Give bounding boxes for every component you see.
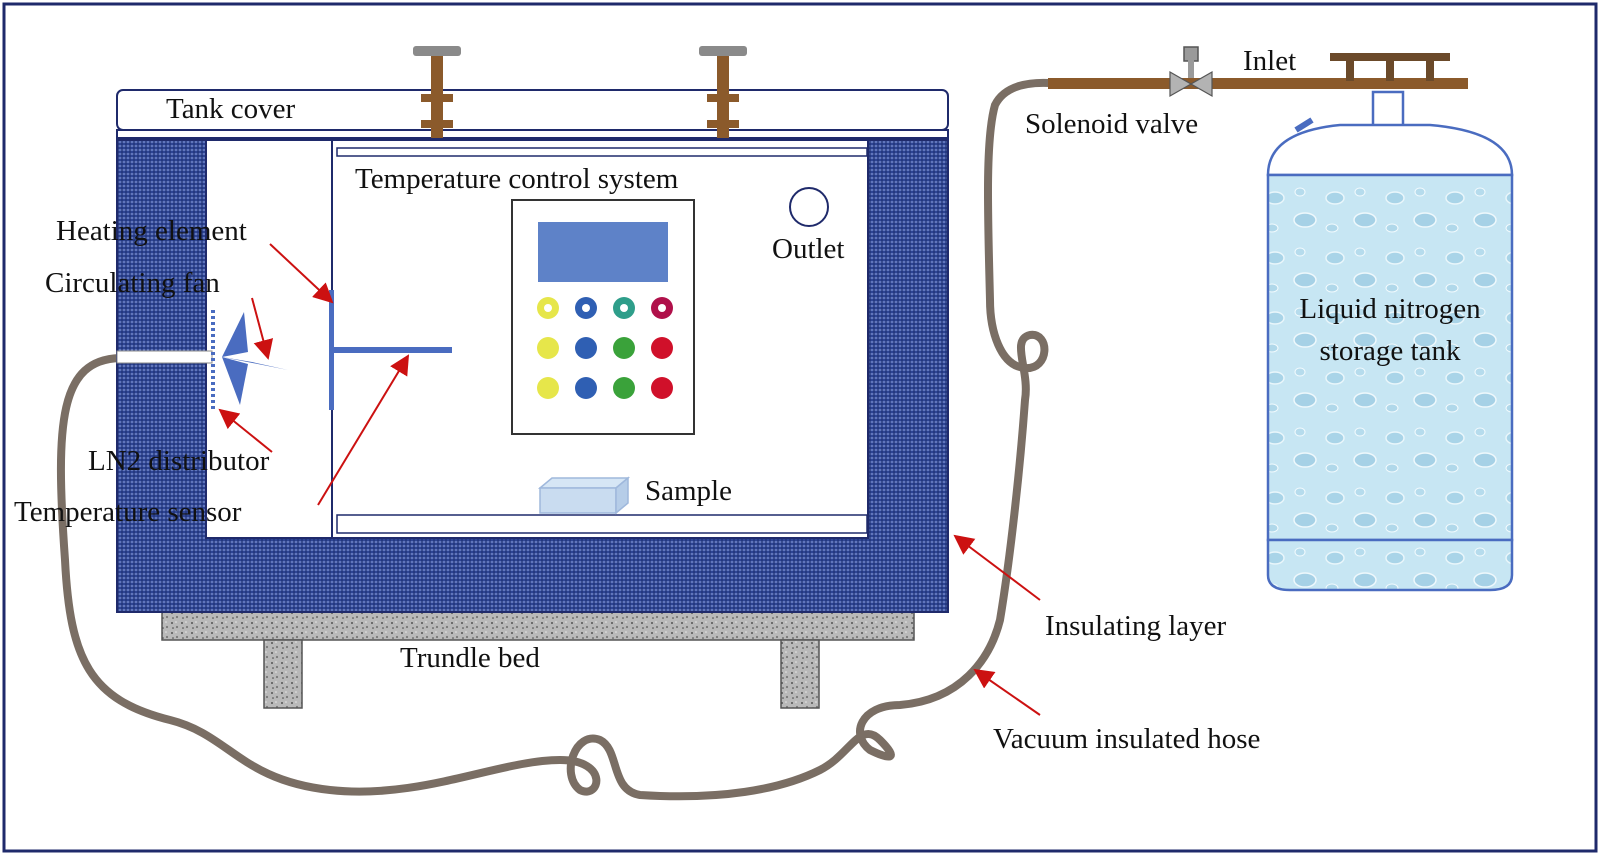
- panel-button-ring: [620, 304, 628, 312]
- label-storage-tank-line1: Liquid nitrogen: [1299, 293, 1481, 325]
- cover-bolts: [413, 46, 747, 138]
- label-temperature-sensor: Temperature sensor: [14, 496, 242, 528]
- sample-block: [537, 476, 631, 515]
- tank-cover: [116, 89, 949, 139]
- label-trundle-bed: Trundle bed: [400, 642, 540, 674]
- label-circulating-fan: Circulating fan: [45, 267, 220, 299]
- label-inlet: Inlet: [1243, 45, 1296, 77]
- label-solenoid-valve: Solenoid valve: [1025, 108, 1198, 140]
- fan-icon: [222, 312, 288, 405]
- label-storage-tank-line2: storage tank: [1320, 335, 1461, 367]
- label-heating-element: Heating element: [56, 215, 247, 247]
- panel-button: [613, 337, 635, 359]
- arrows: [218, 243, 1041, 716]
- panel-button: [613, 377, 635, 399]
- panel-button: [651, 377, 673, 399]
- label-vacuum-insulated-hose: Vacuum insulated hose: [993, 723, 1260, 755]
- inlet-valves: [1330, 53, 1450, 81]
- panel-button: [537, 377, 559, 399]
- label-tank-cover: Tank cover: [166, 93, 296, 125]
- label-insulating-layer: Insulating layer: [1045, 610, 1227, 642]
- panel-button-ring: [582, 304, 590, 312]
- outlet-port: [789, 187, 829, 227]
- panel-screen: [538, 222, 668, 282]
- panel-button: [537, 337, 559, 359]
- panel-button-ring: [658, 304, 666, 312]
- solenoid-valve-icon: [1169, 46, 1213, 98]
- heating-element: [329, 290, 334, 410]
- vacuum-hose: [56, 78, 1054, 801]
- panel-button: [575, 377, 597, 399]
- label-temperature-control-system: Temperature control system: [355, 163, 679, 195]
- inlet-pipe: [1048, 78, 1468, 89]
- label-outlet: Outlet: [772, 233, 845, 265]
- label-sample: Sample: [645, 475, 732, 507]
- temperature-sensor: [334, 347, 452, 353]
- panel-button: [575, 337, 597, 359]
- control-panel: [511, 199, 695, 435]
- ln2-storage-tank: [1266, 90, 1514, 592]
- trundle-bed: [161, 609, 915, 709]
- label-ln2-distributor: LN2 distributor: [88, 445, 270, 477]
- panel-button-ring: [544, 304, 552, 312]
- panel-button: [651, 337, 673, 359]
